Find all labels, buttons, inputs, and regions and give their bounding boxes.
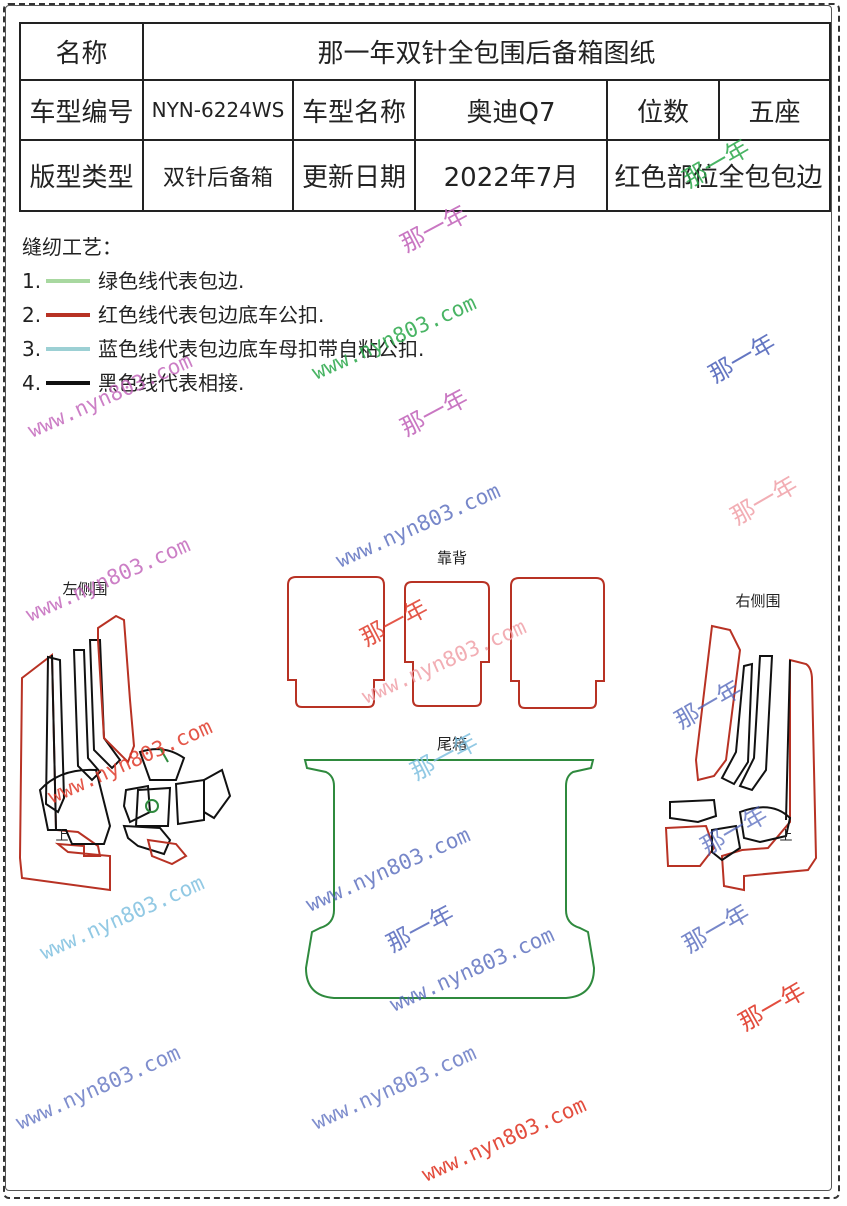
right-patch-3: [711, 824, 742, 862]
trunk-label: 尾箱: [437, 735, 467, 753]
pattern-type-value: 双针后备箱: [142, 139, 294, 212]
green-line-swatch: [46, 279, 90, 283]
brand-watermark: 那一年: [356, 594, 433, 653]
right-patch-2: [664, 824, 716, 867]
left-strip-1: [44, 655, 66, 814]
brand-watermark: 那一年: [678, 134, 754, 194]
brand-watermark: 那一年: [670, 675, 746, 735]
color-note: 红色部位全包包边: [605, 139, 832, 212]
spec-table: 名称 那一年双针全包围后备箱图纸 车型编号 NYN-6224WS 车型名称 奥迪…: [19, 22, 832, 212]
left-patch-4: [174, 778, 205, 826]
legend-item-red: 2. 红色线代表包边底车公扣.: [22, 303, 325, 327]
brand-watermark: 那一年: [678, 899, 754, 959]
url-watermark: www.nyn803.com: [332, 479, 503, 573]
backrest-panel-left: [287, 576, 385, 708]
left-strip-2: [72, 649, 102, 782]
url-watermark: www.nyn803.com: [24, 349, 195, 443]
seats-label: 位数: [606, 79, 720, 141]
trunk-panel: [303, 759, 596, 999]
model-code-label: 车型编号: [19, 79, 144, 141]
right-side-label: 右侧围: [735, 592, 780, 610]
right-strip-2: [738, 655, 774, 792]
right-side-panels: [664, 624, 818, 892]
brand-watermarks: 那一年 那一年 那一年 那一年 那一年 那一年 那一年 那一年 那一年 那一年 …: [356, 134, 810, 1037]
legend-item-green: 1. 绿色线代表包边.: [22, 269, 245, 293]
url-watermark: www.nyn803.com: [36, 871, 207, 965]
left-curve-piece: [38, 768, 112, 845]
seats-value: 五座: [717, 79, 832, 141]
name-label: 名称: [19, 22, 144, 81]
model-code-value: NYN-6224WS: [142, 79, 294, 141]
right-strip-outer: [694, 624, 742, 782]
left-patch-7: [146, 838, 188, 866]
backrest-label: 靠背: [437, 549, 467, 567]
backrest-panels: [287, 576, 605, 709]
brand-watermark: 那一年: [382, 900, 459, 959]
legend-item-black: 4. 黑色线代表相接.: [22, 371, 245, 395]
brand-watermark: 那一年: [734, 977, 810, 1037]
left-patch-1: [138, 748, 186, 781]
url-watermark: www.nyn803.com: [302, 823, 473, 917]
backrest-panel-center: [404, 581, 490, 707]
page-border: [3, 3, 840, 1199]
model-name-value: 奥迪Q7: [414, 79, 608, 141]
url-watermark: www.nyn803.com: [12, 1041, 183, 1135]
red-line-swatch: [46, 313, 90, 317]
right-up-mark: 上: [779, 829, 792, 844]
url-watermark: www.nyn803.com: [418, 1093, 589, 1187]
left-side-label: 左侧围: [62, 580, 107, 598]
left-up-mark: 上: [55, 829, 68, 844]
legend-item-blue: 3. 蓝色线代表包边底车母扣带自粘公扣.: [22, 337, 425, 361]
url-watermark: www.nyn803.com: [44, 715, 215, 809]
brand-watermark: 那一年: [704, 329, 780, 389]
sewing-legend: 缝纫工艺： 1. 绿色线代表包边. 2. 红色线代表包边底车公扣. 3. 蓝色线…: [22, 230, 424, 400]
pattern-type-label: 版型类型: [19, 139, 144, 212]
left-snap-mark: [145, 799, 159, 813]
url-watermark: www.nyn803.com: [308, 1041, 479, 1135]
brand-watermark: 那一年: [726, 471, 802, 531]
blue-line-swatch: [46, 347, 90, 351]
update-date-label: 更新日期: [292, 139, 416, 212]
right-strip-1: [720, 662, 754, 786]
left-patch-6: [122, 824, 172, 856]
black-line-swatch: [46, 381, 90, 385]
backrest-panel-right: [510, 577, 605, 709]
left-green-mark: [159, 747, 169, 763]
update-date-value: 2022年7月: [414, 139, 608, 212]
name-value: 那一年双针全包围后备箱图纸: [141, 22, 832, 81]
url-watermark: www.nyn803.com: [308, 291, 479, 385]
left-strip-4: [97, 614, 136, 764]
url-watermark: www.nyn803.com: [22, 533, 193, 627]
sewing-title: 缝纫工艺：: [22, 235, 122, 259]
left-patch-3: [134, 786, 172, 827]
left-patch-2: [122, 784, 152, 824]
right-patch-1: [669, 798, 718, 824]
brand-watermark: 那一年: [396, 200, 473, 259]
left-patch-5: [203, 768, 232, 820]
left-strip-3: [88, 639, 122, 770]
brand-watermark: 那一年: [396, 384, 473, 443]
url-watermarks: www.nyn803.com www.nyn803.com www.nyn803…: [12, 291, 589, 1187]
model-name-label: 车型名称: [292, 79, 416, 141]
right-curve-piece: [738, 806, 792, 844]
left-side-panels: [18, 614, 232, 892]
